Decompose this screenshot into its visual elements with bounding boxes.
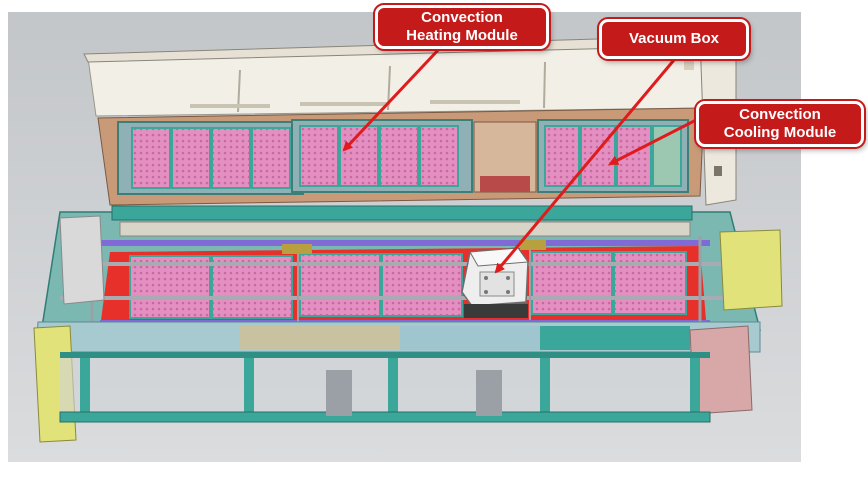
- vacuum-box: [461, 247, 529, 318]
- cooling-module-callout: Convection Cooling Module: [696, 101, 864, 147]
- vacuum-arrow: [494, 59, 676, 274]
- cooling-callout-line2: Cooling Module: [723, 124, 837, 141]
- middle-zone: [473, 121, 537, 193]
- cooling-callout-line1: Convection: [739, 106, 821, 123]
- heating-callout-line1: Convection: [421, 9, 503, 26]
- heating-module-callout: Convection Heating Module: [375, 5, 549, 49]
- front-panel: [33, 215, 783, 443]
- vacuum-box-callout: Vacuum Box: [599, 19, 749, 59]
- heating-callout-line2: Heating Module: [406, 27, 518, 44]
- callout-arrows: [342, 46, 701, 274]
- lower-frame: [59, 352, 711, 423]
- heater-bed: [100, 246, 706, 328]
- heating-module-panels: [131, 125, 459, 189]
- cooling-module-panels: [537, 119, 689, 193]
- vacuum-callout-line1: Vacuum Box: [628, 30, 720, 47]
- heating-arrow: [342, 46, 442, 152]
- cooling-arrow: [608, 116, 701, 166]
